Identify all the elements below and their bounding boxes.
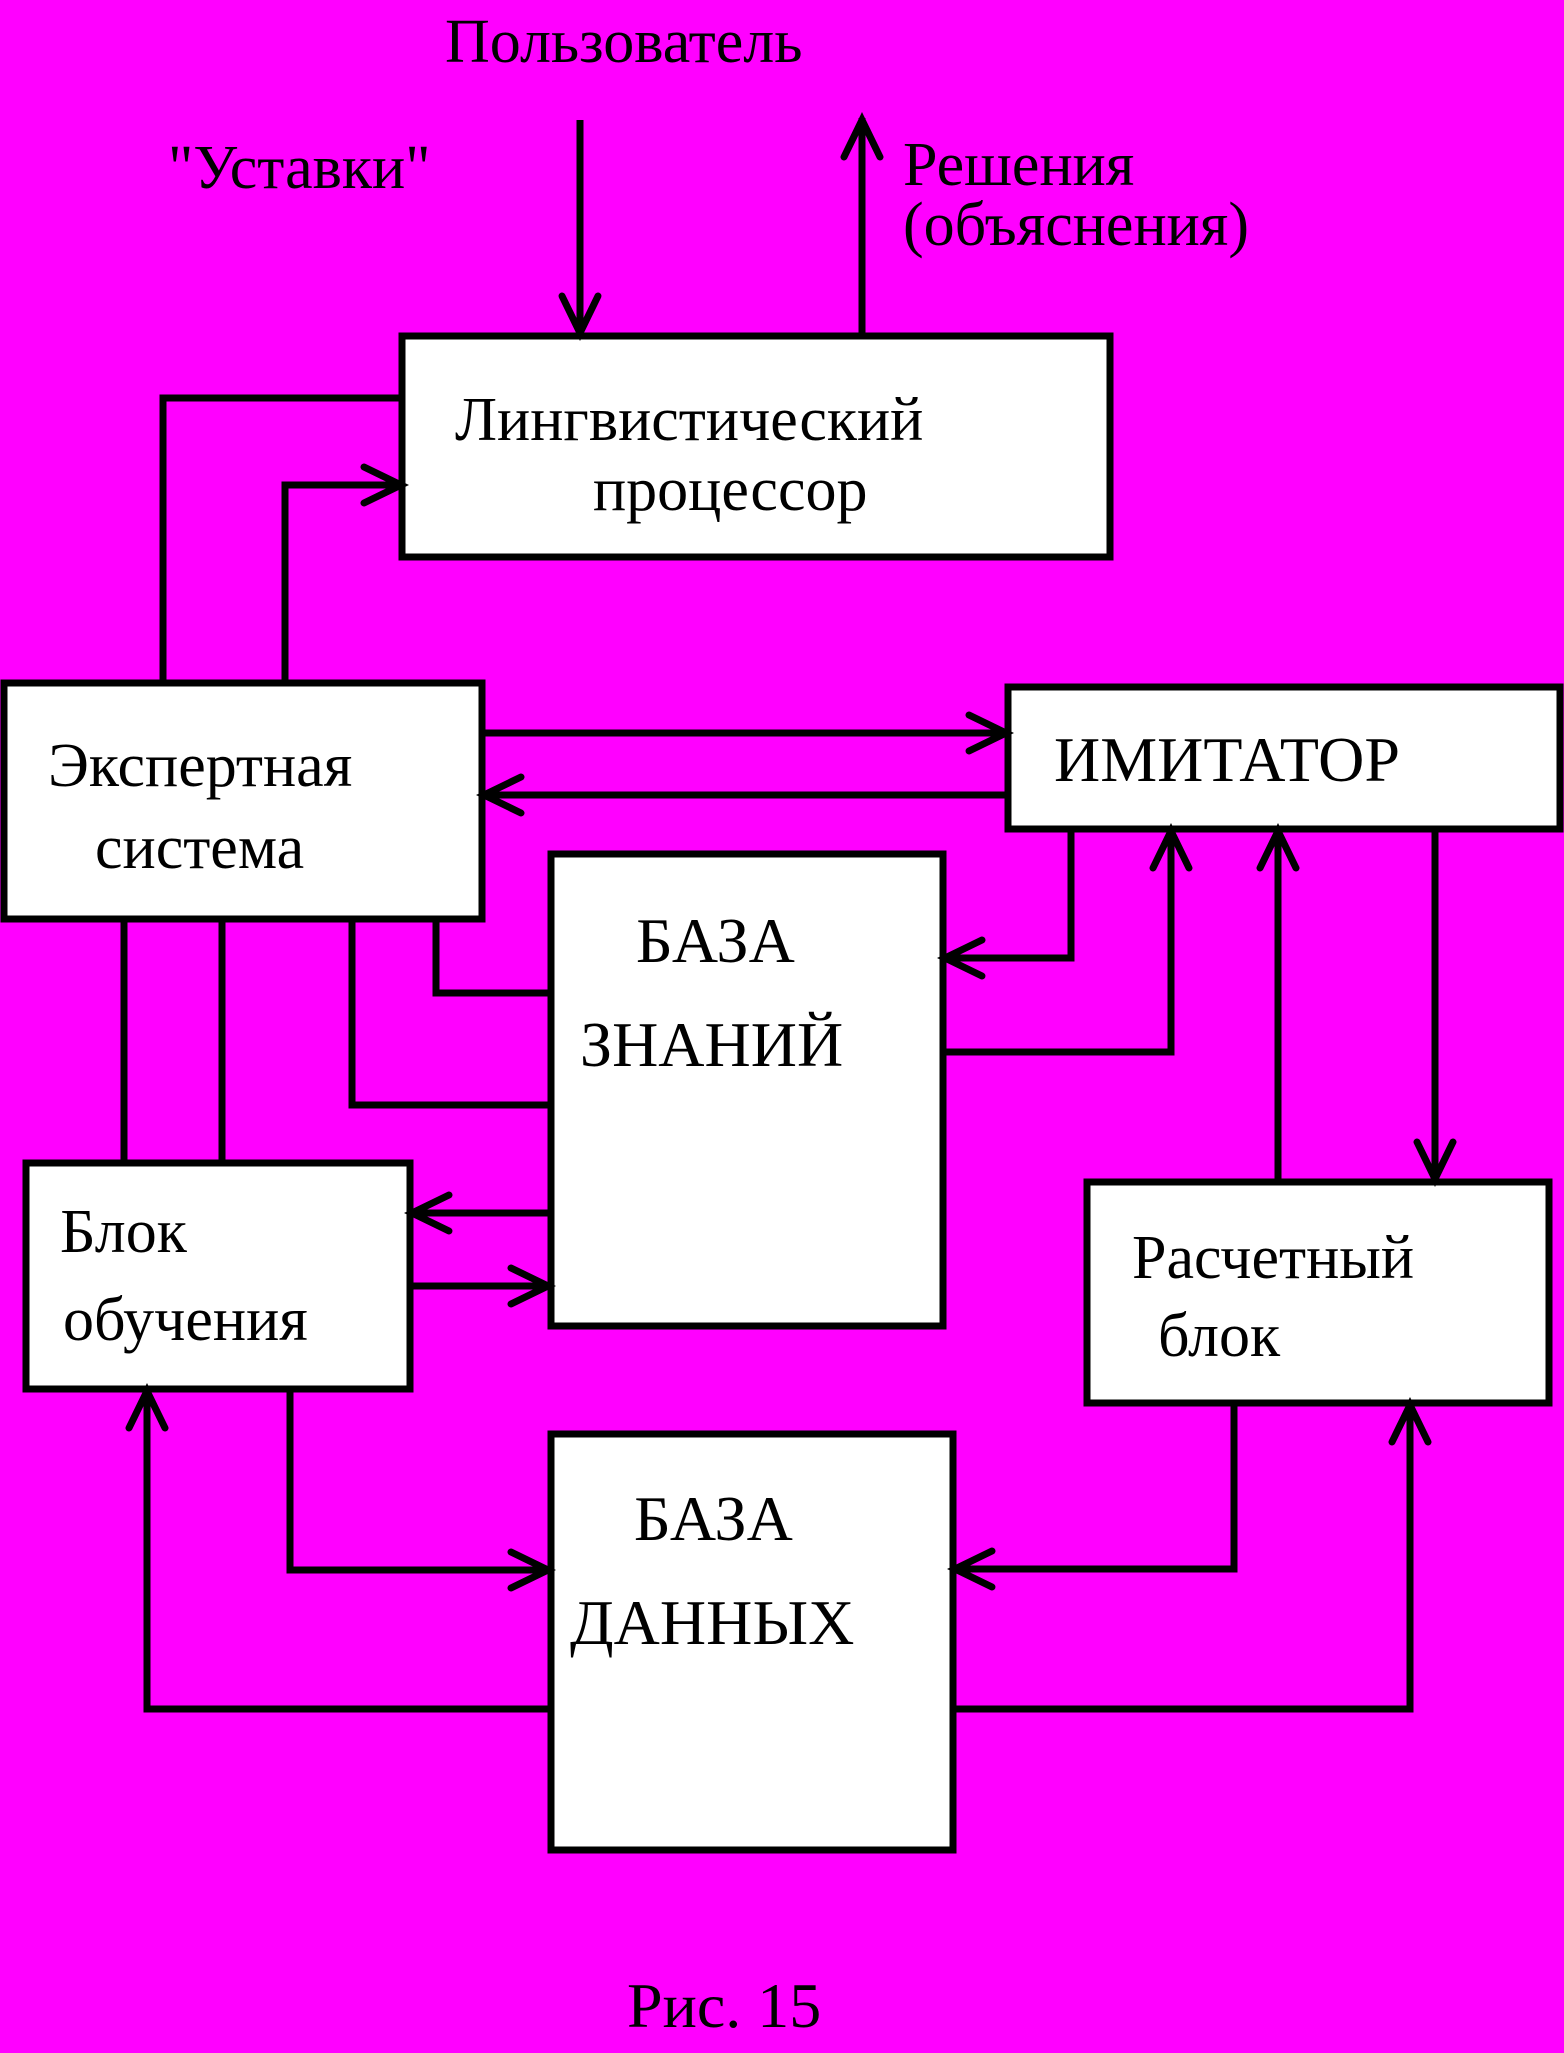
db-to-learning-line <box>143 1389 549 1713</box>
expert-to-processor-line-b <box>281 481 400 683</box>
calculation-block-label-2: блок <box>1158 1302 1281 1370</box>
database-box <box>547 1430 957 1854</box>
arrow-down-icon <box>1413 1138 1457 1188</box>
arrow-up-icon <box>840 111 884 161</box>
arrow-left-icon <box>946 1547 996 1591</box>
arrow-left-icon <box>403 1191 453 1235</box>
user-label: Пользователь <box>445 8 803 76</box>
arrow-right-icon <box>360 463 410 507</box>
calc-to-db-line <box>953 1403 1238 1573</box>
arrow-up-icon <box>1149 822 1193 872</box>
linguistic-processor-label-1: Лингвистический <box>455 386 923 454</box>
expert-kb-line-b <box>348 919 549 1109</box>
arrow-left-icon <box>475 773 525 817</box>
calculation-block-label-1: Расчетный <box>1132 1224 1414 1292</box>
expert-kb-line-a <box>432 919 549 997</box>
learning-block-box <box>22 1159 414 1393</box>
db-to-calc-line <box>953 1403 1414 1713</box>
arrow-down-icon <box>558 292 602 342</box>
figure-caption: Рис. 15 <box>627 1970 821 2041</box>
kb-to-imitator-line <box>938 829 1175 1056</box>
calculation-block-box <box>1083 1178 1553 1407</box>
arrow-up-icon <box>125 1382 169 1432</box>
imitator-label: ИМИТАТОР <box>1054 724 1400 795</box>
arrow-left-icon <box>936 936 986 980</box>
learning-to-db-line <box>286 1389 549 1574</box>
database-label-2: ДАННЫХ <box>570 1587 854 1658</box>
learning-block-label-1: Блок <box>60 1198 188 1266</box>
expert-system-box <box>0 679 486 923</box>
expert-to-processor-line-a <box>159 394 400 683</box>
arrowheads <box>125 111 1457 1592</box>
expert-system-label-2: система <box>95 814 304 882</box>
connectors <box>120 118 1439 1713</box>
arrow-right-icon <box>507 1548 557 1592</box>
linguistic-processor-label-2: процессор <box>593 456 867 524</box>
knowledge-base-box <box>547 850 947 1330</box>
setpoints-label: "Уставки" <box>168 134 431 202</box>
arrow-right-icon <box>507 1264 557 1308</box>
arrow-up-icon <box>1256 822 1300 872</box>
linguistic-processor-box <box>398 332 1114 561</box>
knowledge-base-label-1: БАЗА <box>636 905 795 976</box>
knowledge-base-label-2: ЗНАНИЙ <box>580 1009 843 1080</box>
arrow-up-icon <box>1388 1396 1432 1446</box>
imitator-to-kb-line <box>943 829 1075 962</box>
imitator-box <box>1004 683 1564 833</box>
explanations-label: (объяснения) <box>903 191 1249 259</box>
database-label-1: БАЗА <box>634 1483 793 1554</box>
learning-block-label-2: обучения <box>63 1286 308 1354</box>
decisions-label: Решения <box>903 131 1134 199</box>
expert-system-label-1: Экспертная <box>48 732 352 800</box>
arrow-right-icon <box>965 711 1015 755</box>
